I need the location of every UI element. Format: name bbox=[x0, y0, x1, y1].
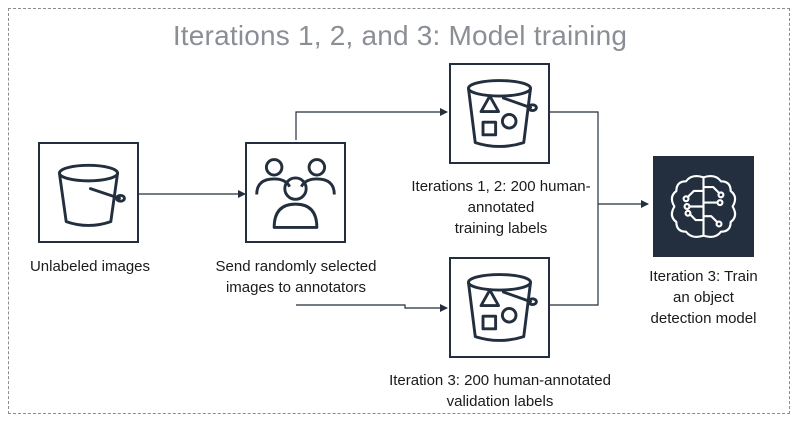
bucket-shapes-icon bbox=[467, 79, 538, 148]
brain-circuit-icon bbox=[670, 175, 737, 238]
annotators-node bbox=[245, 142, 346, 243]
unlabeled-images-label: Unlabeled images bbox=[29, 258, 151, 275]
diagram-frame bbox=[8, 8, 790, 414]
arrow-annotators-to-validation bbox=[296, 304, 448, 312]
training-labels-node bbox=[449, 63, 550, 164]
arrow-annotators-to-training bbox=[295, 108, 448, 140]
training-labels-label: Iterations 1, 2: 200 human- annotated tr… bbox=[411, 178, 591, 237]
validation-labels-node bbox=[449, 257, 550, 358]
unlabeled-images-node bbox=[38, 142, 139, 243]
model-training-node bbox=[653, 156, 754, 257]
validation-labels-label: Iteration 3: 200 human-annotated validat… bbox=[389, 372, 611, 410]
bucket-icon bbox=[57, 163, 126, 227]
diagram-title: Iterations 1, 2, and 3: Model training bbox=[172, 20, 628, 51]
line-training-to-model bbox=[550, 111, 599, 306]
annotators-label: Send randomly selected images to annotat… bbox=[215, 258, 377, 296]
bucket-shapes-icon bbox=[467, 273, 538, 342]
users-icon bbox=[255, 158, 336, 229]
model-training-label: Iteration 3: Train an object detection m… bbox=[649, 268, 758, 327]
